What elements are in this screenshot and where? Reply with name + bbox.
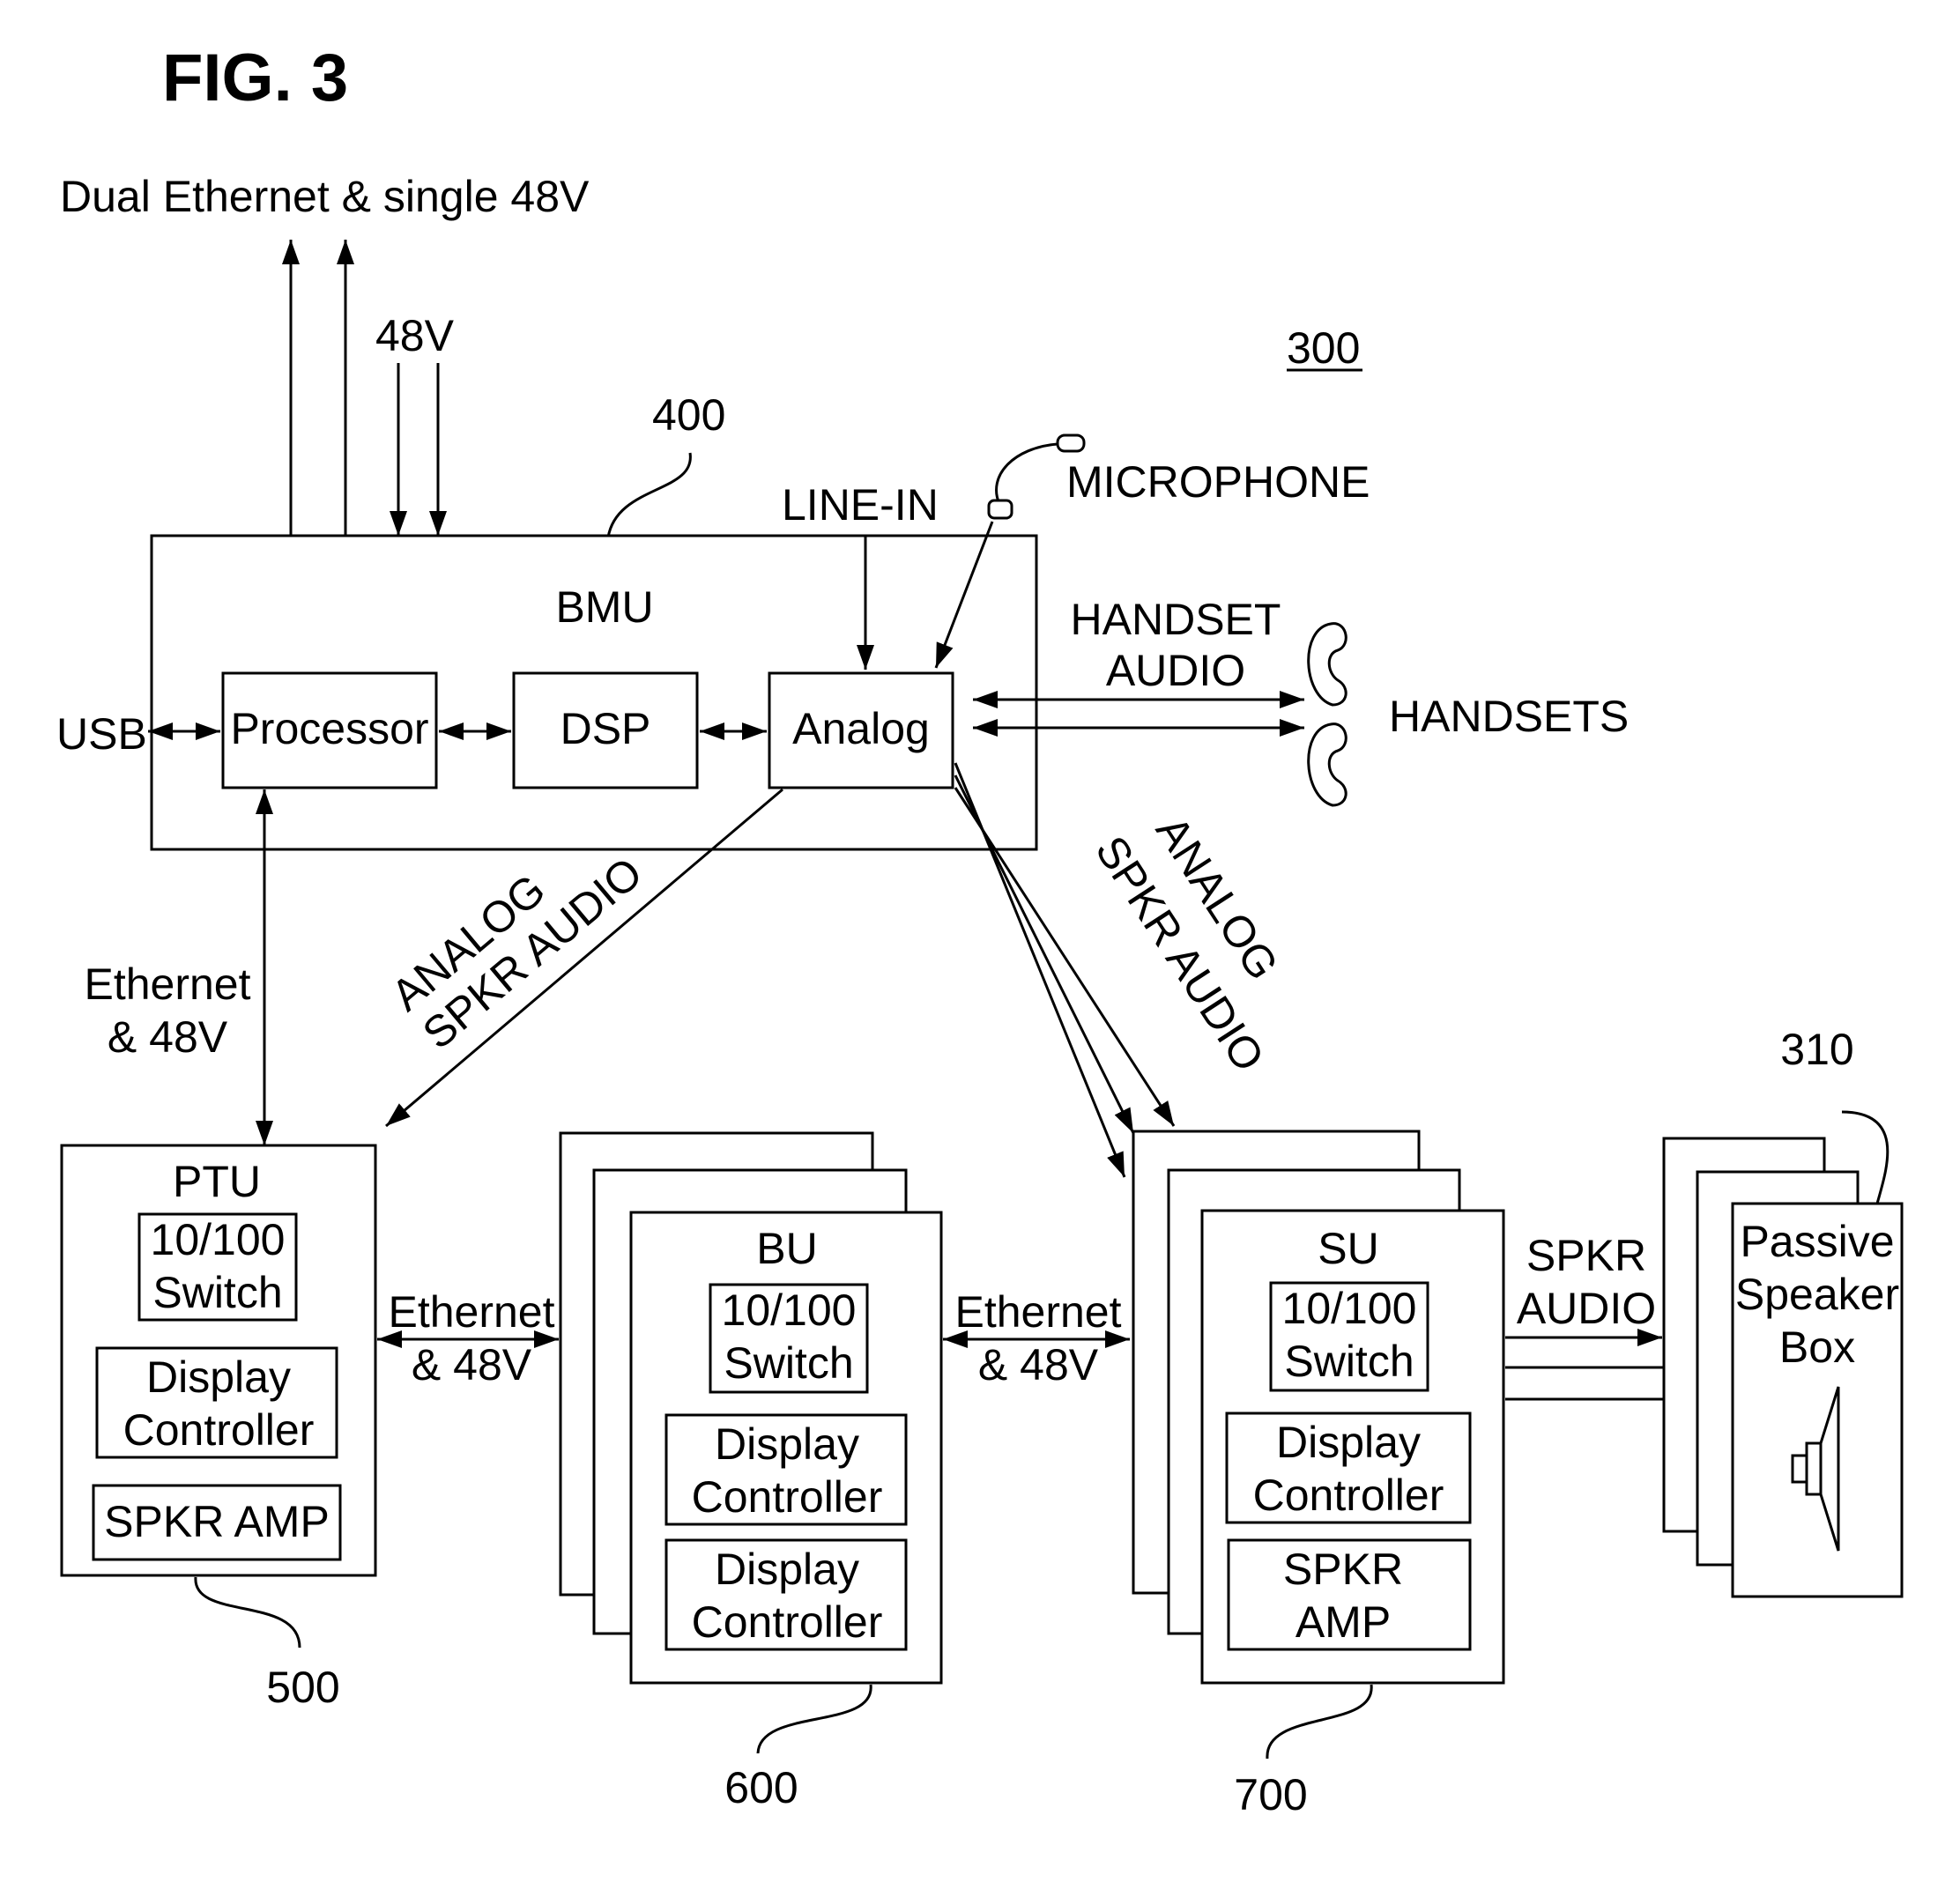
su-switch-label-2: Switch <box>1284 1337 1414 1386</box>
ptu-switch-label-2: Switch <box>152 1268 282 1317</box>
bu-display-b-label-1: Display <box>715 1545 859 1594</box>
speaker-label-2: Speaker <box>1735 1270 1899 1319</box>
bu-display-a-label-1: Display <box>715 1419 859 1469</box>
handset-audio-label-2: AUDIO <box>1106 646 1245 695</box>
ethernet-ptu-label-1: Ethernet <box>84 960 250 1009</box>
ref-700-leader <box>1267 1685 1371 1759</box>
line-in-label: LINE-IN <box>782 480 939 530</box>
ptu-amp-label: SPKR AMP <box>104 1497 330 1546</box>
su-display-label-2: Controller <box>1253 1471 1444 1520</box>
spkr-audio-label-2: AUDIO <box>1517 1284 1656 1333</box>
ethernet-pb-label-2: & 48V <box>412 1340 532 1389</box>
ptu-display-label-2: Controller <box>123 1405 315 1455</box>
analog-su-arrow-3 <box>955 788 1174 1126</box>
su-display-label-1: Display <box>1276 1418 1421 1467</box>
ref-500: 500 <box>266 1663 339 1712</box>
figure-title: FIG. 3 <box>162 41 348 115</box>
dual-ethernet-label: Dual Ethernet & single 48V <box>60 172 590 221</box>
handset-icon-1 <box>1309 624 1347 705</box>
ethernet-bs-label-1: Ethernet <box>954 1287 1121 1337</box>
su-amp-label-2: AMP <box>1296 1597 1391 1647</box>
48v-label: 48V <box>375 311 455 360</box>
ethernet-bs-label-2: & 48V <box>978 1340 1099 1389</box>
ptu-switch-label-1: 10/100 <box>151 1215 286 1264</box>
ref-400: 400 <box>652 390 725 440</box>
ethernet-pb-label-1: Ethernet <box>388 1287 554 1337</box>
bu-switch-label-1: 10/100 <box>722 1286 857 1335</box>
spkr-audio-label-1: SPKR <box>1526 1231 1646 1280</box>
ref-600: 600 <box>724 1763 798 1812</box>
bu-switch-label-2: Switch <box>724 1338 853 1388</box>
speaker-label-3: Box <box>1779 1323 1855 1372</box>
ptu-title: PTU <box>173 1157 261 1206</box>
analog-label: Analog <box>792 704 930 753</box>
handset-audio-label-1: HANDSET <box>1071 595 1281 644</box>
ethernet-ptu-label-2: & 48V <box>108 1012 228 1062</box>
handsets-label: HANDSETS <box>1389 692 1629 741</box>
bmu-title: BMU <box>555 582 653 632</box>
handset-icon-2 <box>1309 724 1347 805</box>
ref-300: 300 <box>1287 323 1360 373</box>
ref-400-leader <box>608 453 690 537</box>
su-switch-label-1: 10/100 <box>1282 1284 1417 1333</box>
ref-600-leader <box>758 1685 871 1753</box>
su-amp-label-1: SPKR <box>1283 1545 1403 1594</box>
su-title: SU <box>1318 1224 1378 1273</box>
processor-label: Processor <box>230 704 428 753</box>
usb-label: USB <box>56 709 147 759</box>
bu-display-b-label-2: Controller <box>692 1597 883 1647</box>
speaker-label-1: Passive <box>1740 1217 1894 1266</box>
ptu-display-label-1: Display <box>146 1352 291 1402</box>
bu-display-a-label-2: Controller <box>692 1472 883 1522</box>
bu-title: BU <box>756 1224 817 1273</box>
dsp-label: DSP <box>561 704 651 753</box>
ref-700: 700 <box>1234 1770 1307 1819</box>
ref-500-leader <box>196 1577 300 1648</box>
ref-310: 310 <box>1780 1025 1853 1074</box>
microphone-label: MICROPHONE <box>1066 457 1370 507</box>
